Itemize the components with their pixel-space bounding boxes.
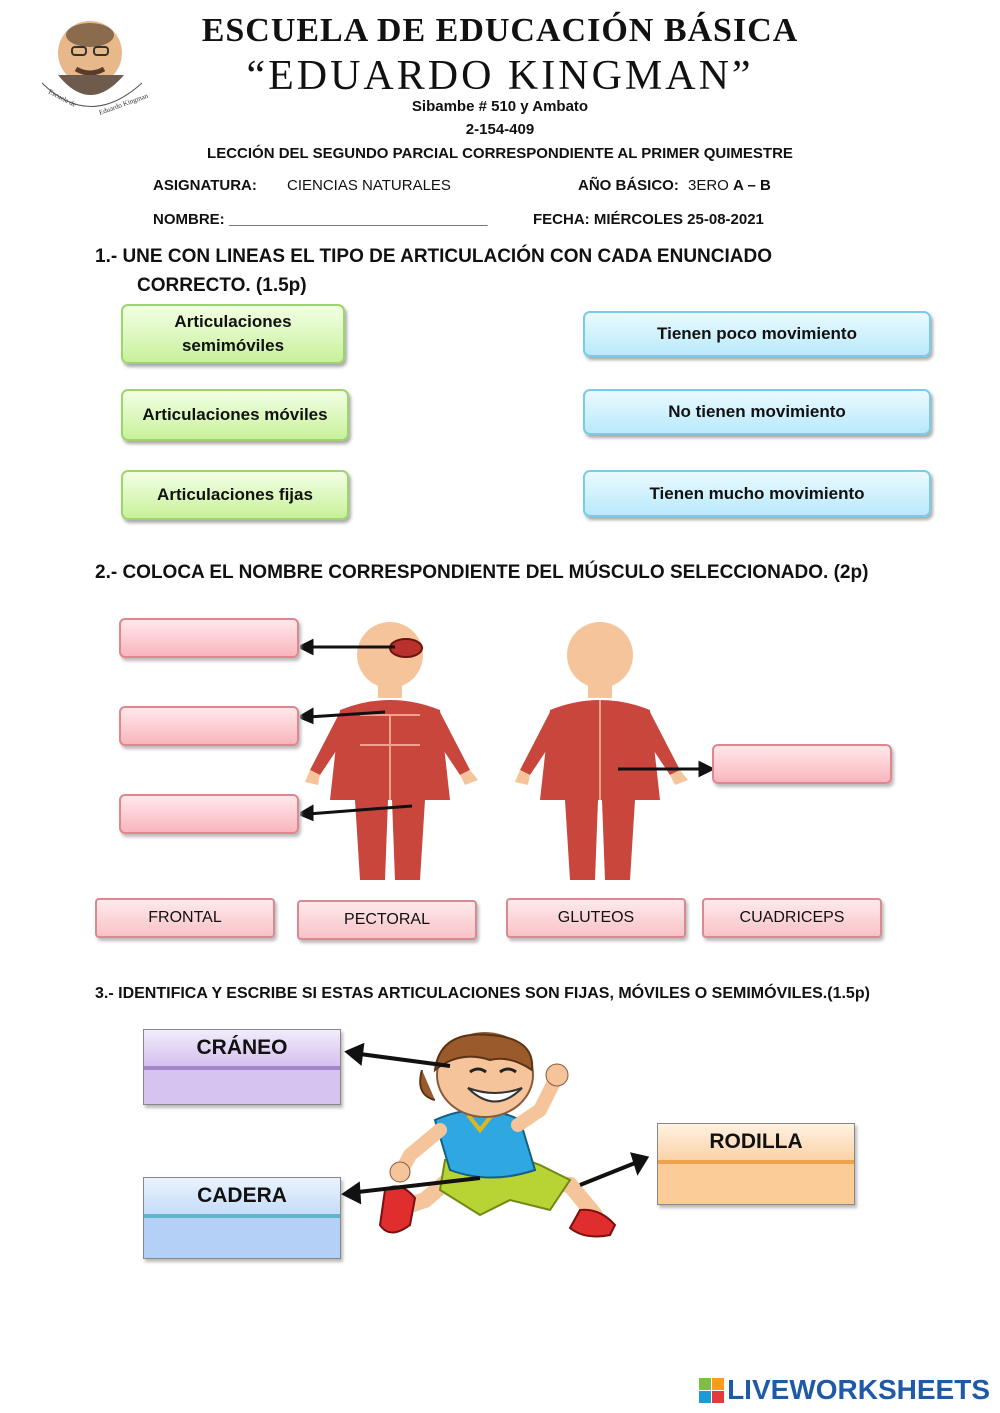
- grade-value: 3ERO: [688, 177, 729, 194]
- q1-title-line2: CORRECTO. (1.5p): [137, 275, 307, 296]
- word-cuadriceps[interactable]: CUADRICEPS: [702, 898, 882, 938]
- liveworksheets-logo: LIVEWORKSHEETS: [699, 1374, 990, 1406]
- q2-title: 2.- COLOCA EL NOMBRE CORRESPONDIENTE DEL…: [95, 562, 869, 583]
- q3-arrows: [341, 1042, 650, 1205]
- grade-label: AÑO BÁSICO:: [578, 177, 679, 194]
- subject-label: ASIGNATURA:: [153, 177, 257, 194]
- word-frontal[interactable]: FRONTAL: [95, 898, 275, 938]
- cadera-label: CADERA: [144, 1178, 340, 1218]
- left-item-moviles[interactable]: Articulaciones móviles: [121, 389, 349, 441]
- q3-title: 3.- IDENTIFICA Y ESCRIBE SI ESTAS ARTICU…: [95, 985, 870, 1002]
- lesson-title: LECCIÓN DEL SEGUNDO PARCIAL CORRESPONDIE…: [207, 145, 793, 162]
- answer-box-gluteos[interactable]: [712, 744, 892, 784]
- school-name-line1: ESCUELA DE EDUCACIÓN BÁSICA: [201, 12, 799, 49]
- cadera-box: CADERA: [143, 1177, 341, 1259]
- school-address: Sibambe # 510 y Ambato: [411, 98, 589, 115]
- cadera-answer-field[interactable]: [144, 1218, 340, 1258]
- liveworksheets-icon: [699, 1377, 725, 1403]
- muscle-diagram: [300, 622, 716, 880]
- word-pectoral[interactable]: PECTORAL: [297, 900, 477, 940]
- front-body-figure: [305, 622, 478, 880]
- craneo-label: CRÁNEO: [144, 1030, 340, 1070]
- right-item-no[interactable]: No tienen movimiento: [583, 389, 931, 435]
- date-label: FECHA: MIÉRCOLES 25-08-2021: [533, 211, 764, 228]
- subject-value: CIENCIAS NATURALES: [287, 177, 451, 194]
- craneo-answer-field[interactable]: [144, 1070, 340, 1104]
- grade-sections: A – B: [733, 177, 771, 194]
- answer-box-pectoral[interactable]: [119, 706, 299, 746]
- answer-box-cuadriceps[interactable]: [119, 794, 299, 834]
- q1-title-line1: 1.- UNE CON LINEAS EL TIPO DE ARTICULACI…: [95, 246, 772, 267]
- left-item-fijas[interactable]: Articulaciones fijas: [121, 470, 349, 520]
- rodilla-answer-field[interactable]: [658, 1164, 854, 1204]
- craneo-box: CRÁNEO: [143, 1029, 341, 1105]
- name-field[interactable]: NOMBRE: _______________________________: [153, 211, 488, 228]
- word-gluteos[interactable]: GLUTEOS: [506, 898, 686, 938]
- answer-box-frontal[interactable]: [119, 618, 299, 658]
- back-body-figure: [515, 622, 688, 880]
- school-phone: 2-154-409: [465, 121, 535, 138]
- school-name-line2: “EDUARDO KINGMAN”: [246, 53, 754, 99]
- school-logo: Escuela de Eduardo Kingman: [41, 21, 148, 117]
- right-item-mucho[interactable]: Tienen mucho movimiento: [583, 470, 931, 517]
- left-item-semimoviles[interactable]: Articulaciones semimóviles: [121, 304, 345, 364]
- right-item-poco[interactable]: Tienen poco movimiento: [583, 311, 931, 357]
- liveworksheets-brand: LIVEWORKSHEETS: [727, 1374, 990, 1405]
- rodilla-box: RODILLA: [657, 1123, 855, 1205]
- rodilla-label: RODILLA: [658, 1124, 854, 1164]
